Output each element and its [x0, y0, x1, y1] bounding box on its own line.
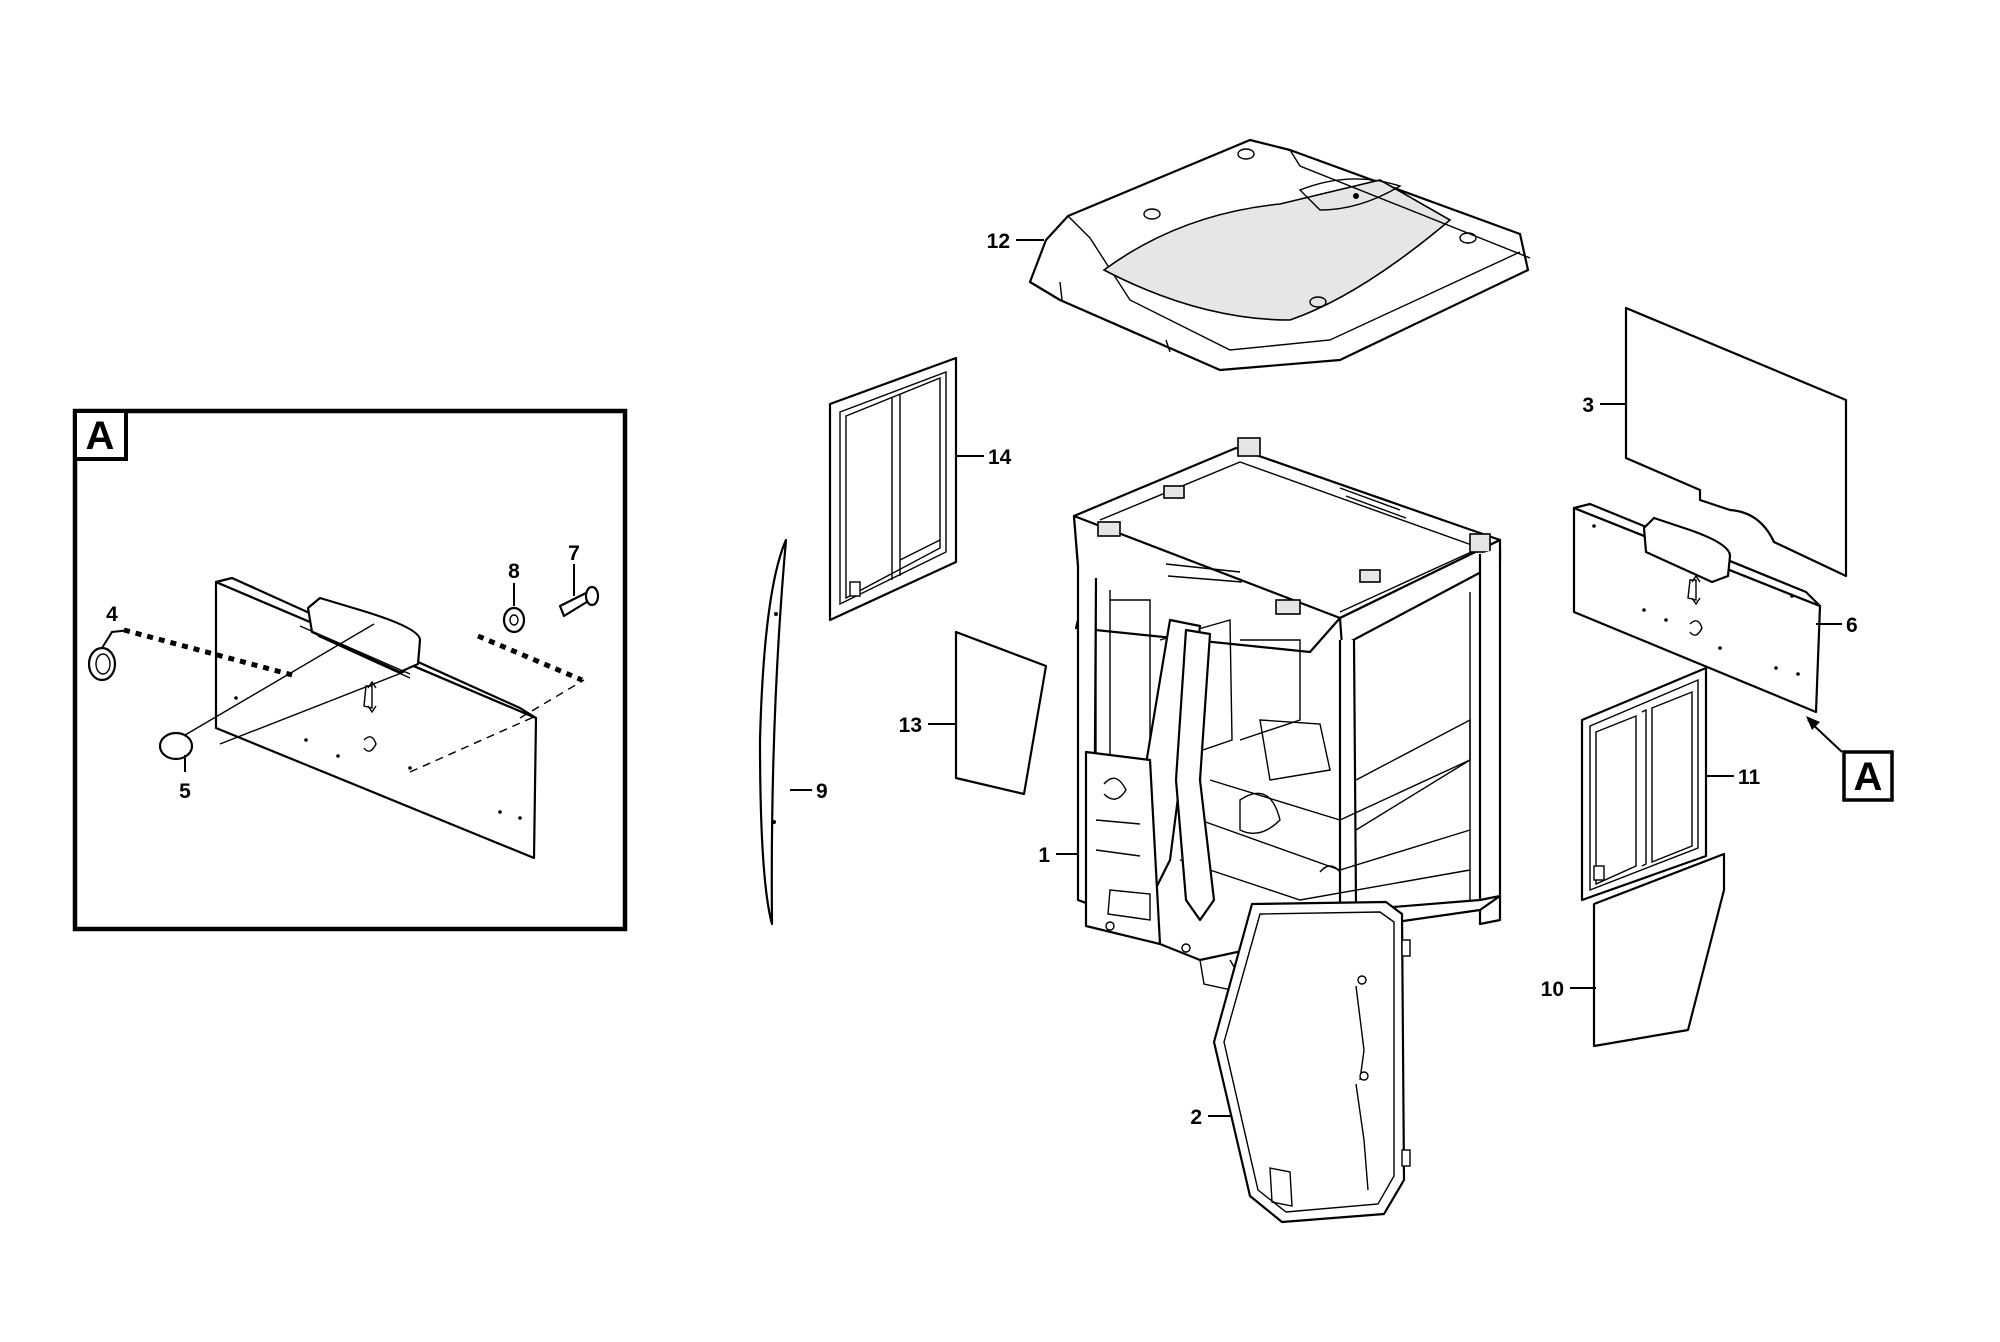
callout-8: 8 [508, 560, 520, 583]
washer-part-8 [502, 583, 526, 634]
glass-part-13 [954, 630, 1048, 796]
door-part-2 [1212, 900, 1411, 1224]
callout-2: 2 [1190, 1106, 1202, 1129]
window-frame-part-14 [828, 356, 958, 622]
callout-11: 11 [1738, 766, 1761, 789]
glass-part-10 [1592, 852, 1726, 1048]
callout-5: 5 [179, 780, 191, 803]
detail-a-tag: A [86, 414, 115, 458]
callout-1: 1 [1038, 844, 1050, 867]
callout-14: 14 [988, 446, 1012, 469]
grommet-part-4 [87, 627, 297, 682]
plug-part-5 [158, 731, 194, 772]
cab-frame-part-1 [1072, 437, 1502, 996]
callout-13: 13 [899, 714, 922, 737]
callout-4: 4 [106, 603, 118, 626]
callout-12: 12 [987, 230, 1010, 253]
detail-rear-panel [179, 576, 538, 860]
rear-panel-part-6 [1572, 502, 1822, 714]
glass-part-9 [758, 538, 788, 926]
detail-a-inset: A [72, 408, 628, 932]
window-frame-part-11 [1580, 666, 1708, 902]
detail-a-reference-tag: A [1854, 755, 1883, 799]
detail-a-reference: A [1806, 716, 1894, 802]
roof-part-12 [1028, 138, 1531, 372]
bolt-part-7 [558, 564, 600, 618]
glass-part-3 [1624, 306, 1848, 578]
callout-7: 7 [568, 542, 580, 565]
callout-6: 6 [1846, 614, 1858, 637]
callout-10: 10 [1541, 978, 1564, 1001]
callout-3: 3 [1582, 394, 1594, 417]
callout-9: 9 [816, 780, 828, 803]
